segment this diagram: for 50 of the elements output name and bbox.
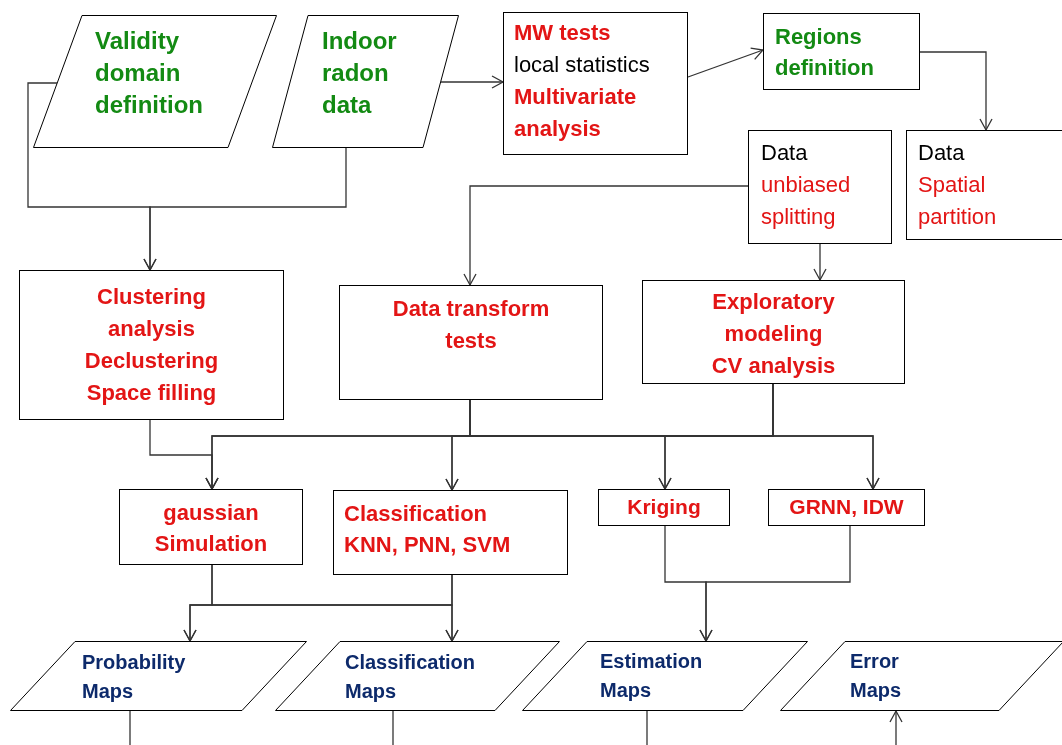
node-label: Validity domain definition [95,26,204,120]
process-box [339,285,603,400]
node-label: local statistics [514,51,650,79]
node-label: Estimation Maps [600,649,704,703]
node-label: Classification Maps [345,650,477,704]
node-label: Clustering analysis Declustering Space filling [83,283,220,407]
node-label: KNN, PNN, SVM [344,531,511,559]
connector-arrow [699,525,851,642]
node-label: unbiased splitting [761,171,852,231]
connector-arrow [440,75,504,89]
node-label: Data [761,139,808,167]
process-box [119,489,303,565]
process-box [906,130,1062,240]
process-box [748,130,892,244]
data-parallelogram [275,641,560,711]
node-label: Kriging [627,494,701,520]
connector-arrow [919,51,993,131]
process-box [763,13,920,90]
process-box [642,280,905,384]
connector-arrow [143,147,347,271]
data-parallelogram [522,641,808,711]
node-label: gaussian Simulation [153,499,269,558]
connector-arrow [772,383,880,490]
node-label: Data [918,139,965,167]
node-label: Indoor radon data [322,26,398,120]
node-label: Spatial partition [918,171,998,231]
process-box [503,12,688,155]
process-box [768,489,925,526]
node-label: GRNN, IDW [789,494,904,520]
node-label: Regions definition [775,23,875,82]
node-label: Multivariate analysis [514,83,638,143]
node-label: Error Maps [850,649,903,703]
node-label: Classification [344,500,488,528]
connector-arrow [463,185,749,286]
data-parallelogram [10,641,307,711]
connector-arrow [445,574,459,642]
connector-arrow [889,710,903,745]
data-parallelogram [33,15,277,148]
node-label: Data transform tests [391,295,551,355]
node-label: CV analysis [711,352,836,380]
data-parallelogram [780,641,1062,711]
process-box [598,489,730,526]
node-label: Exploratory modeling [711,288,836,348]
connector-arrow [687,47,764,78]
node-label: Probability Maps [82,650,187,704]
process-box [333,490,568,575]
data-parallelogram [272,15,459,148]
process-box [19,270,284,420]
node-label: MW tests [514,19,611,47]
connector-arrow [813,243,827,281]
